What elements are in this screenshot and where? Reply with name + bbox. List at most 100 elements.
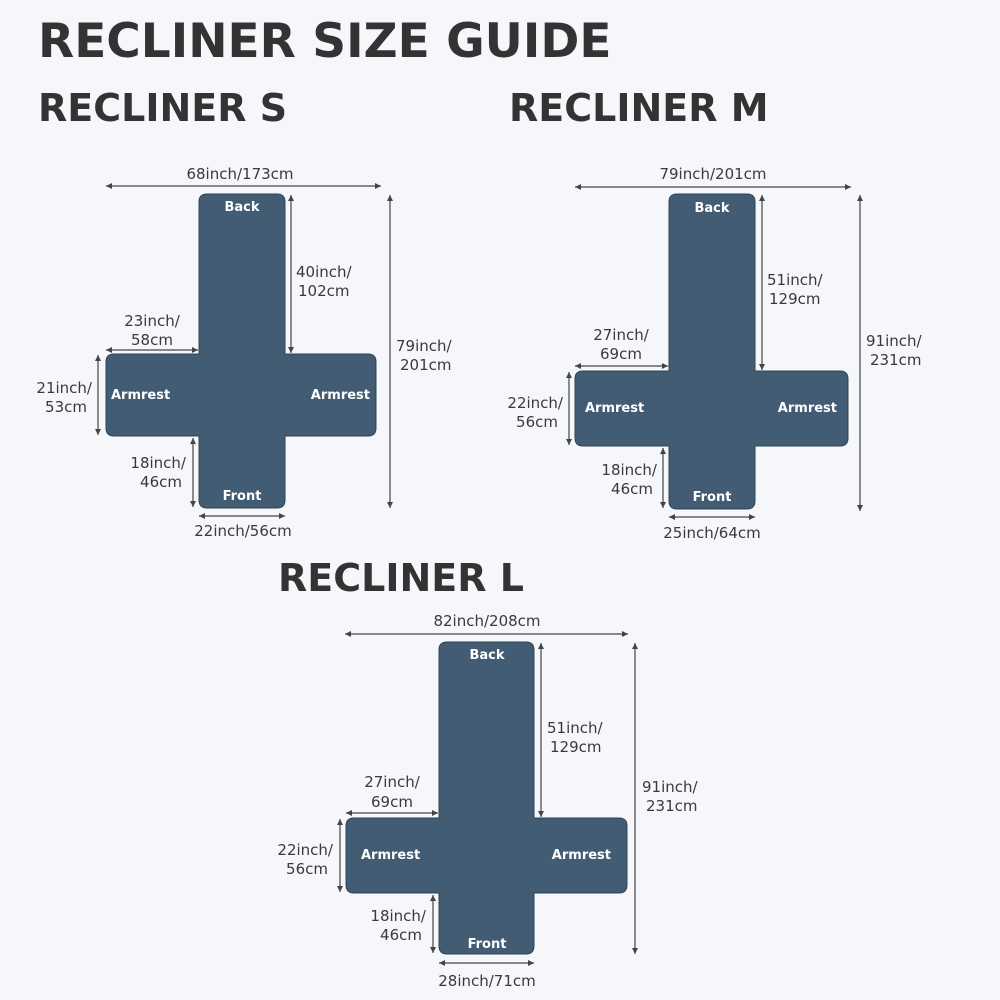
recliner-l-right-armrest-label: Armrest bbox=[552, 848, 611, 863]
recliner-s-seat-width: 22inch/56cm bbox=[194, 522, 292, 540]
arrow-icon bbox=[575, 363, 581, 369]
arrow-icon bbox=[575, 184, 581, 190]
recliner-s-back-label: Back bbox=[224, 200, 259, 215]
recliner-m-right-armrest-label: Armrest bbox=[778, 401, 837, 416]
arrow-icon bbox=[845, 184, 851, 190]
recliner-l-front-length-1: 18inch/ bbox=[370, 907, 427, 925]
recliner-l-back-label: Back bbox=[469, 648, 504, 663]
arrow-icon bbox=[106, 183, 112, 189]
recliner-l-arm-width-2: 56cm bbox=[286, 860, 328, 878]
recliner-m-diagram: Back Front Armrest Armrest 79inch/201cm … bbox=[507, 165, 922, 542]
recliner-m-arm-width-2: 56cm bbox=[516, 413, 558, 431]
recliner-l-back-length-2: 129cm bbox=[550, 738, 602, 756]
recliner-l-diagram: Back Front Armrest Armrest 82inch/208cm … bbox=[277, 612, 698, 990]
recliner-l-cover-shape bbox=[345, 641, 628, 955]
arrow-icon bbox=[192, 347, 198, 353]
arrow-icon bbox=[432, 810, 438, 816]
arrow-icon bbox=[566, 439, 572, 445]
recliner-s-diagram: Back Front Armrest Armrest 68inch/173cm … bbox=[36, 165, 452, 540]
recliner-l-total-length-1: 91inch/ bbox=[642, 778, 699, 796]
arrow-icon bbox=[566, 372, 572, 378]
recliner-m-seat-width: 25inch/64cm bbox=[663, 524, 761, 542]
recliner-l-arm-length-2: 69cm bbox=[371, 793, 413, 811]
arrow-icon bbox=[759, 364, 765, 370]
recliner-m-total-width: 79inch/201cm bbox=[659, 165, 766, 183]
arrow-icon bbox=[632, 948, 638, 954]
arrow-icon bbox=[669, 514, 675, 520]
recliner-m-back-length-1: 51inch/ bbox=[767, 271, 824, 289]
arrow-icon bbox=[95, 429, 101, 435]
arrow-icon bbox=[387, 502, 393, 508]
recliner-m-back-length-2: 129cm bbox=[769, 290, 821, 308]
arrow-icon bbox=[538, 811, 544, 817]
recliner-s-arm-width-2: 53cm bbox=[45, 398, 87, 416]
arrow-icon bbox=[288, 347, 294, 353]
arrow-icon bbox=[95, 355, 101, 361]
recliner-m-arm-length-2: 69cm bbox=[600, 345, 642, 363]
recliner-s-front-length-2: 46cm bbox=[140, 473, 182, 491]
recliner-m-front-length-2: 46cm bbox=[611, 480, 653, 498]
arrow-icon bbox=[632, 643, 638, 649]
recliner-s-back-length-1: 40inch/ bbox=[296, 263, 353, 281]
arrow-icon bbox=[190, 501, 196, 507]
recliner-l-back-length-1: 51inch/ bbox=[547, 719, 604, 737]
recliner-m-left-armrest-label: Armrest bbox=[585, 401, 644, 416]
arrow-icon bbox=[345, 631, 351, 637]
arrow-icon bbox=[430, 895, 436, 901]
arrow-icon bbox=[660, 502, 666, 508]
recliner-s-total-length-1: 79inch/ bbox=[396, 337, 453, 355]
arrow-icon bbox=[759, 195, 765, 201]
recliner-m-total-length-2: 231cm bbox=[870, 351, 922, 369]
recliner-l-seat-width: 28inch/71cm bbox=[438, 972, 536, 990]
recliner-s-arm-length-2: 58cm bbox=[131, 331, 173, 349]
recliner-s-back-length-2: 102cm bbox=[298, 282, 350, 300]
arrow-icon bbox=[662, 363, 668, 369]
recliner-s-cover-shape bbox=[105, 193, 377, 509]
recliner-m-title: RECLINER M bbox=[509, 86, 769, 130]
arrow-icon bbox=[528, 960, 534, 966]
recliner-m-arm-width-1: 22inch/ bbox=[507, 394, 564, 412]
arrow-icon bbox=[288, 195, 294, 201]
arrow-icon bbox=[337, 886, 343, 892]
recliner-m-front-label: Front bbox=[693, 490, 732, 505]
recliner-l-front-label: Front bbox=[468, 937, 507, 952]
recliner-s-front-length-1: 18inch/ bbox=[130, 454, 187, 472]
recliner-m-total-length-1: 91inch/ bbox=[866, 332, 923, 350]
arrow-icon bbox=[199, 513, 205, 519]
arrow-icon bbox=[857, 195, 863, 201]
recliner-s-total-width: 68inch/173cm bbox=[186, 165, 293, 183]
recliner-s-total-length-2: 201cm bbox=[400, 356, 452, 374]
recliner-s-front-label: Front bbox=[223, 489, 262, 504]
recliner-l-arm-width-1: 22inch/ bbox=[277, 841, 334, 859]
recliner-m-front-length-1: 18inch/ bbox=[601, 461, 658, 479]
recliner-s-right-armrest-label: Armrest bbox=[311, 388, 370, 403]
arrow-icon bbox=[387, 195, 393, 201]
recliner-l-left-armrest-label: Armrest bbox=[361, 848, 420, 863]
recliner-l-title: RECLINER L bbox=[278, 556, 524, 600]
page-title: RECLINER SIZE GUIDE bbox=[38, 14, 612, 69]
recliner-l-arm-length-1: 27inch/ bbox=[364, 773, 421, 791]
recliner-m-cover-shape bbox=[574, 193, 849, 510]
arrow-icon bbox=[538, 643, 544, 649]
arrow-icon bbox=[279, 513, 285, 519]
recliner-m-arm-length-1: 27inch/ bbox=[593, 326, 650, 344]
arrow-icon bbox=[622, 631, 628, 637]
recliner-s-arm-width-1: 21inch/ bbox=[36, 379, 93, 397]
arrow-icon bbox=[857, 505, 863, 511]
arrow-icon bbox=[106, 347, 112, 353]
arrow-icon bbox=[749, 514, 755, 520]
recliner-s-title: RECLINER S bbox=[38, 86, 288, 130]
recliner-l-total-length-2: 231cm bbox=[646, 797, 698, 815]
recliner-l-total-width: 82inch/208cm bbox=[433, 612, 540, 630]
arrow-icon bbox=[375, 183, 381, 189]
recliner-l-front-length-2: 46cm bbox=[380, 926, 422, 944]
arrow-icon bbox=[190, 438, 196, 444]
arrow-icon bbox=[346, 810, 352, 816]
recliner-s-left-armrest-label: Armrest bbox=[111, 388, 170, 403]
arrow-icon bbox=[439, 960, 445, 966]
arrow-icon bbox=[337, 819, 343, 825]
recliner-s-arm-length-1: 23inch/ bbox=[124, 312, 181, 330]
arrow-icon bbox=[430, 947, 436, 953]
recliner-m-back-label: Back bbox=[694, 201, 729, 216]
